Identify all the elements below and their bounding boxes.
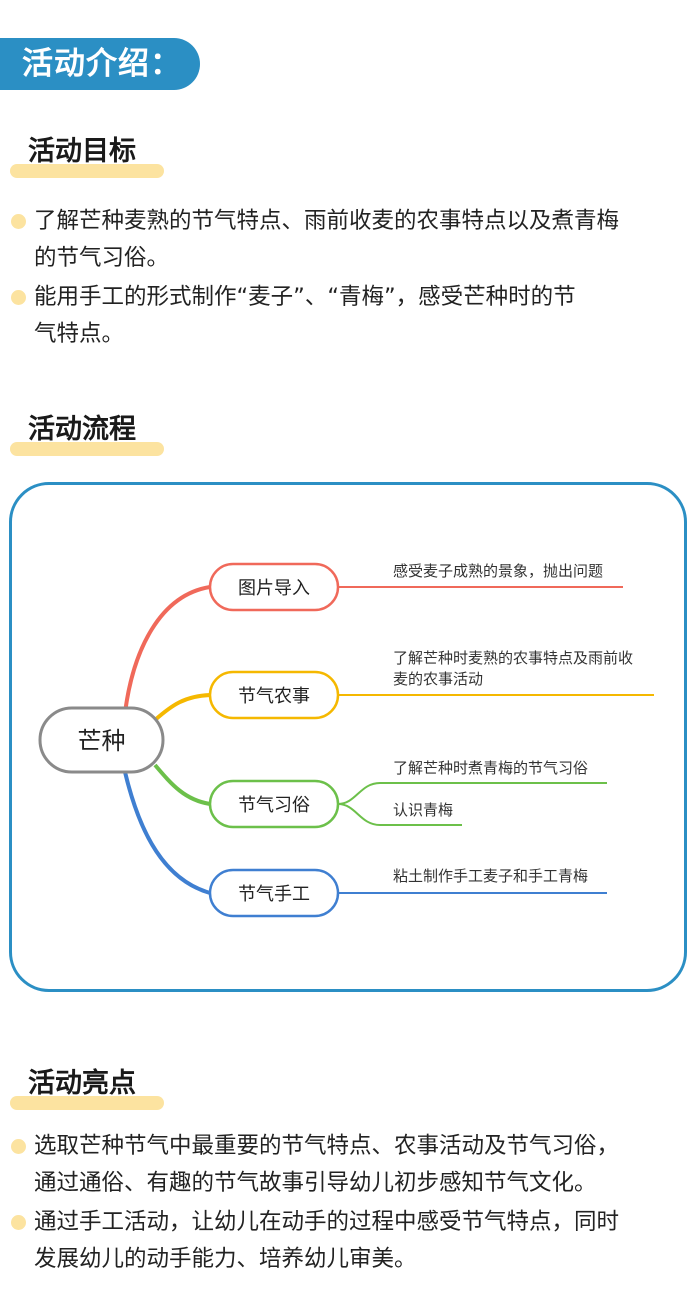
list-item-line: 的节气习俗。 xyxy=(34,245,170,271)
list-item-line: 通过手工活动，让幼儿在动手的过程中感受节气特点，同时 xyxy=(34,1209,620,1235)
bullet-dot-icon xyxy=(11,1139,26,1154)
list-item: 通过手工活动，让幼儿在动手的过程中感受节气特点，同时 发展幼儿的动手能力、培养幼… xyxy=(10,1204,695,1278)
center-node xyxy=(38,706,165,774)
list-item-line: 气特点。 xyxy=(34,321,125,347)
goals-list: 了解芒种麦熟的节气特点、雨前收麦的农事特点以及煮青梅 的节气习俗。 能用手工的形… xyxy=(10,203,695,355)
list-item-line: 发展幼儿的动手能力、培养幼儿审美。 xyxy=(34,1246,417,1272)
list-item: 能用手工的形式制作“麦子”、“青梅”，感受芒种时的节 气特点。 xyxy=(10,279,695,353)
process-title: 活动流程 xyxy=(28,414,136,445)
branch-connector xyxy=(123,771,211,895)
title-highlight xyxy=(10,164,164,178)
branch-node-label: 节气农事 xyxy=(238,686,310,707)
branch-node-label: 节气手工 xyxy=(238,884,310,905)
bullet-dot-icon xyxy=(11,1215,26,1230)
note-underline xyxy=(337,782,607,805)
highlights-list: 选取芒种节气中最重要的节气特点、农事活动及节气习俗， 通过通俗、有趣的节气故事引… xyxy=(10,1128,695,1280)
branch-note: 感受麦子成熟的景象，抛出问题 xyxy=(393,562,603,580)
list-item-line: 能用手工的形式制作“麦子”、“青梅”，感受芒种时的节 xyxy=(34,284,576,310)
branch-node-label: 节气习俗 xyxy=(238,795,310,816)
header-banner: 活动介绍： xyxy=(0,38,200,90)
bullet-dot-icon xyxy=(11,214,26,229)
page-title: 活动介绍： xyxy=(22,46,182,82)
goals-title: 活动目标 xyxy=(28,136,136,167)
list-item-line: 选取芒种节气中最重要的节气特点、农事活动及节气习俗， xyxy=(34,1133,620,1159)
bullet-dot-icon xyxy=(11,290,26,305)
list-item-line: 了解芒种麦熟的节气特点、雨前收麦的农事特点以及煮青梅 xyxy=(34,208,620,234)
note-underline xyxy=(337,803,462,826)
branch-node-label: 图片导入 xyxy=(238,578,310,599)
branch-note: 认识青梅 xyxy=(393,801,453,819)
branch-note: 了解芒种时麦熟的农事特点及雨前收 xyxy=(393,649,633,667)
list-item: 了解芒种麦熟的节气特点、雨前收麦的农事特点以及煮青梅 的节气习俗。 xyxy=(10,203,695,277)
center-node-label: 芒种 xyxy=(78,727,126,755)
branch-connector xyxy=(153,763,211,806)
title-highlight xyxy=(10,442,164,456)
branch-note: 了解芒种时煮青梅的节气习俗 xyxy=(393,759,588,777)
branch-note: 粘土制作手工麦子和手工青梅 xyxy=(393,867,588,885)
branch-connector xyxy=(153,693,211,722)
list-item-line: 通过通俗、有趣的节气故事引导幼儿初步感知节气文化。 xyxy=(34,1170,597,1196)
title-highlight xyxy=(10,1096,164,1110)
highlights-title: 活动亮点 xyxy=(28,1068,136,1099)
branch-note: 麦的农事活动 xyxy=(393,670,483,688)
branch-connector xyxy=(123,585,211,714)
list-item: 选取芒种节气中最重要的节气特点、农事活动及节气习俗， 通过通俗、有趣的节气故事引… xyxy=(10,1128,695,1202)
